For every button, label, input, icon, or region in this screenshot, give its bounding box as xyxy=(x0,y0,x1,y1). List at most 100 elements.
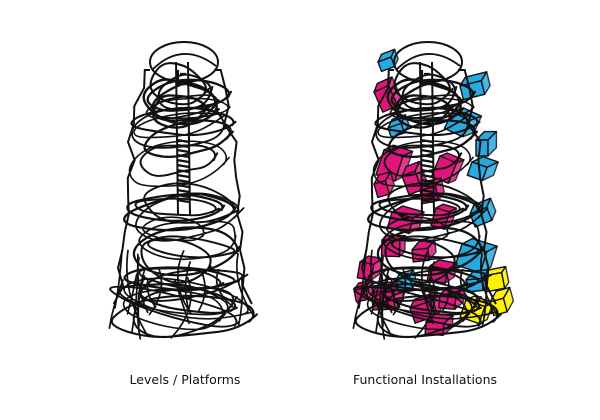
tower-left-edge xyxy=(112,69,150,305)
yellow-block-side xyxy=(500,265,510,289)
tower-left-edge xyxy=(356,69,394,305)
base-strand xyxy=(177,250,192,315)
base-strand xyxy=(370,273,382,315)
base-strand xyxy=(148,269,163,316)
base-strand xyxy=(126,273,138,315)
base-strand xyxy=(197,270,206,312)
base-strand xyxy=(441,270,450,312)
cyan-block-side xyxy=(481,161,499,182)
tower-right-edge xyxy=(214,69,253,305)
base-strand xyxy=(184,261,192,312)
base-strand xyxy=(390,279,401,308)
cyan-block-side xyxy=(480,71,491,96)
stair-step xyxy=(176,198,190,204)
platform-loop xyxy=(123,266,241,292)
platform-loop xyxy=(366,288,471,331)
platform-loop xyxy=(372,140,474,187)
stair-step xyxy=(420,178,434,184)
platform-loop xyxy=(354,294,502,338)
stair-step xyxy=(176,178,190,184)
base-strand xyxy=(215,268,234,308)
platform-loop xyxy=(126,193,226,222)
base-strand xyxy=(481,276,488,328)
platform-loop xyxy=(367,266,485,292)
stair-step xyxy=(176,148,190,154)
platform-loop xyxy=(370,193,470,222)
stair-step xyxy=(176,158,190,164)
base-strand xyxy=(236,252,255,317)
platform-loop xyxy=(143,119,234,159)
platform-loop xyxy=(149,62,210,106)
platform-loop xyxy=(376,226,485,277)
base-strand xyxy=(137,256,149,314)
base-strand xyxy=(480,252,499,317)
base-strand xyxy=(428,261,436,312)
platform-loop xyxy=(382,282,482,315)
base-strand xyxy=(358,249,367,309)
platform-loop xyxy=(128,140,230,187)
platform-loop xyxy=(401,73,458,112)
stair-step xyxy=(420,163,434,169)
base-strand xyxy=(173,278,190,325)
platform-loop xyxy=(138,220,237,261)
top-dome xyxy=(149,41,219,83)
platform-loop xyxy=(141,216,207,242)
cyan-block-side xyxy=(479,245,498,274)
stair-step xyxy=(420,148,434,154)
platform-loop xyxy=(378,197,465,217)
platform-loop xyxy=(139,144,219,177)
top-dome xyxy=(393,41,463,83)
tower-outline-ink xyxy=(352,41,502,340)
platform-loop xyxy=(138,282,238,315)
cyan-block xyxy=(475,130,498,157)
base-strand xyxy=(380,269,390,340)
base-strand xyxy=(146,279,157,308)
base-strand xyxy=(381,256,393,314)
stair-step xyxy=(176,188,190,194)
stair-step xyxy=(176,173,190,179)
cyan-block-side xyxy=(487,130,498,157)
stair-step xyxy=(420,198,434,204)
top-arc xyxy=(395,53,461,71)
base-strand xyxy=(114,249,123,309)
caption-levels-platforms: Levels / Platforms xyxy=(129,372,241,387)
tower-right-edge xyxy=(458,69,497,305)
cyan-block-front xyxy=(475,139,489,157)
yellow-block-side xyxy=(502,286,515,313)
stair-step xyxy=(420,188,434,194)
platform-loop xyxy=(132,226,241,277)
base-strand xyxy=(237,276,244,328)
platform-loop xyxy=(123,277,254,320)
platform-loop xyxy=(379,192,489,242)
platform-loop xyxy=(395,82,463,122)
base-strand xyxy=(125,249,147,334)
platform-loop xyxy=(387,119,478,159)
platform-loop xyxy=(151,82,219,122)
platform-loop xyxy=(374,106,481,137)
base-strand xyxy=(108,279,124,329)
caption-functional-installations: Functional Installations xyxy=(352,372,498,387)
top-arc xyxy=(151,53,217,71)
magenta-block xyxy=(401,160,428,196)
base-strand xyxy=(459,268,478,308)
base-strand xyxy=(369,249,391,334)
base-strand xyxy=(352,279,368,329)
platform-loop xyxy=(110,294,258,338)
platform-loop xyxy=(385,216,451,242)
cyan-block xyxy=(466,156,499,182)
stair-step xyxy=(420,158,434,164)
stair-step xyxy=(420,173,434,179)
levels-platforms-tower-sketch xyxy=(108,41,258,340)
platform-loop xyxy=(134,197,221,217)
base-strand xyxy=(421,250,436,315)
platform-loop xyxy=(135,192,245,242)
platform-loop xyxy=(383,144,463,177)
stair-step xyxy=(176,163,190,169)
platform-loop xyxy=(382,220,481,261)
cyan-block-side xyxy=(485,197,497,221)
functional-installations-tower-sketch xyxy=(352,41,515,340)
platform-loop xyxy=(122,288,227,331)
platform-loop xyxy=(157,73,214,112)
platform-loop xyxy=(393,62,454,106)
